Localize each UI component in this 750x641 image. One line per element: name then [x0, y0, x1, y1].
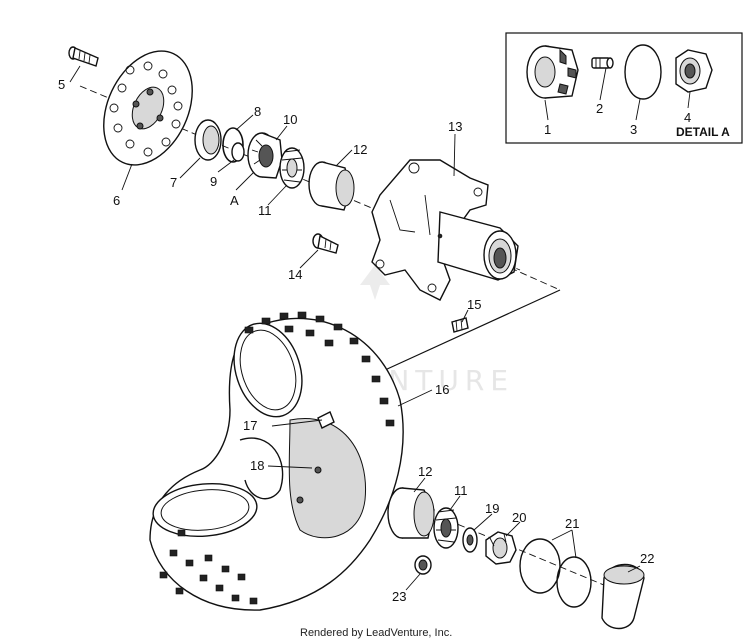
- part-8-snap-ring: [222, 127, 244, 163]
- part-13-wheel-hub: [371, 159, 519, 301]
- part-19-washer: [462, 527, 478, 553]
- callout-14: 14: [288, 267, 302, 282]
- part-9-spacer: [231, 142, 245, 162]
- tire-tread: [159, 311, 395, 605]
- callout-12-lower: 12: [418, 464, 432, 479]
- part-15-grease-fitting: [451, 317, 469, 333]
- part-5-bolt: [68, 46, 99, 67]
- part-17-valve-stem: [317, 411, 335, 429]
- part-7-seal: [194, 119, 222, 161]
- part-10-clutch-assembly: [247, 132, 283, 179]
- callout-22: 22: [640, 551, 654, 566]
- callout-16: 16: [435, 382, 449, 397]
- leader-lines: [69, 65, 641, 591]
- part-23-grease-fitting: [414, 555, 432, 575]
- callout-12-upper: 12: [353, 142, 367, 157]
- callout-7: 7: [170, 175, 177, 190]
- callout-3: 3: [630, 122, 637, 137]
- detail-a-inset: 1 2 3 4 DETAIL A: [505, 32, 743, 144]
- part-21-o-rings: [519, 538, 592, 608]
- detail-part-1: [526, 45, 579, 99]
- callout-21: 21: [565, 516, 579, 531]
- callout-19: 19: [485, 501, 499, 516]
- part-22-hub-cap: [601, 563, 645, 630]
- detail-a-caption: DETAIL A: [676, 125, 730, 139]
- callout-2: 2: [596, 101, 603, 116]
- part-14-bolt: [312, 233, 339, 254]
- part-6-brake-disc: [103, 50, 193, 166]
- callout-18: 18: [250, 458, 264, 473]
- callout-20: 20: [512, 510, 526, 525]
- callout-11-upper: 11: [258, 203, 272, 218]
- callout-13: 13: [448, 119, 462, 134]
- callout-15: 15: [467, 297, 481, 312]
- part-20-castle-nut: [485, 531, 517, 565]
- detail-part-2: [591, 57, 614, 69]
- part-11-bearing-upper: [279, 147, 305, 189]
- part-12-race-upper: [308, 161, 355, 211]
- footer-credit: Rendered by LeadVenture, Inc.: [300, 627, 452, 639]
- callout-9: 9: [210, 174, 217, 189]
- callout-17: 17: [243, 418, 257, 433]
- callout-8: 8: [254, 104, 261, 119]
- callout-numbers: 5 6 7 8 9 10 11 12 13 14 15 16 17 18 12 …: [58, 77, 654, 604]
- detail-part-3: [624, 44, 662, 100]
- callout-10: 10: [283, 112, 297, 127]
- callout-23: 23: [392, 589, 406, 604]
- callout-1: 1: [544, 122, 551, 137]
- callout-6: 6: [113, 193, 120, 208]
- part-11-bearing-lower: [433, 507, 459, 549]
- callout-11-lower: 11: [454, 483, 468, 498]
- callout-4: 4: [684, 110, 691, 125]
- part-12-race-lower: [387, 487, 435, 539]
- callout-5: 5: [58, 77, 65, 92]
- detail-part-4: [675, 49, 713, 93]
- part-16-tire: [149, 311, 404, 611]
- callout-a: A: [230, 193, 239, 208]
